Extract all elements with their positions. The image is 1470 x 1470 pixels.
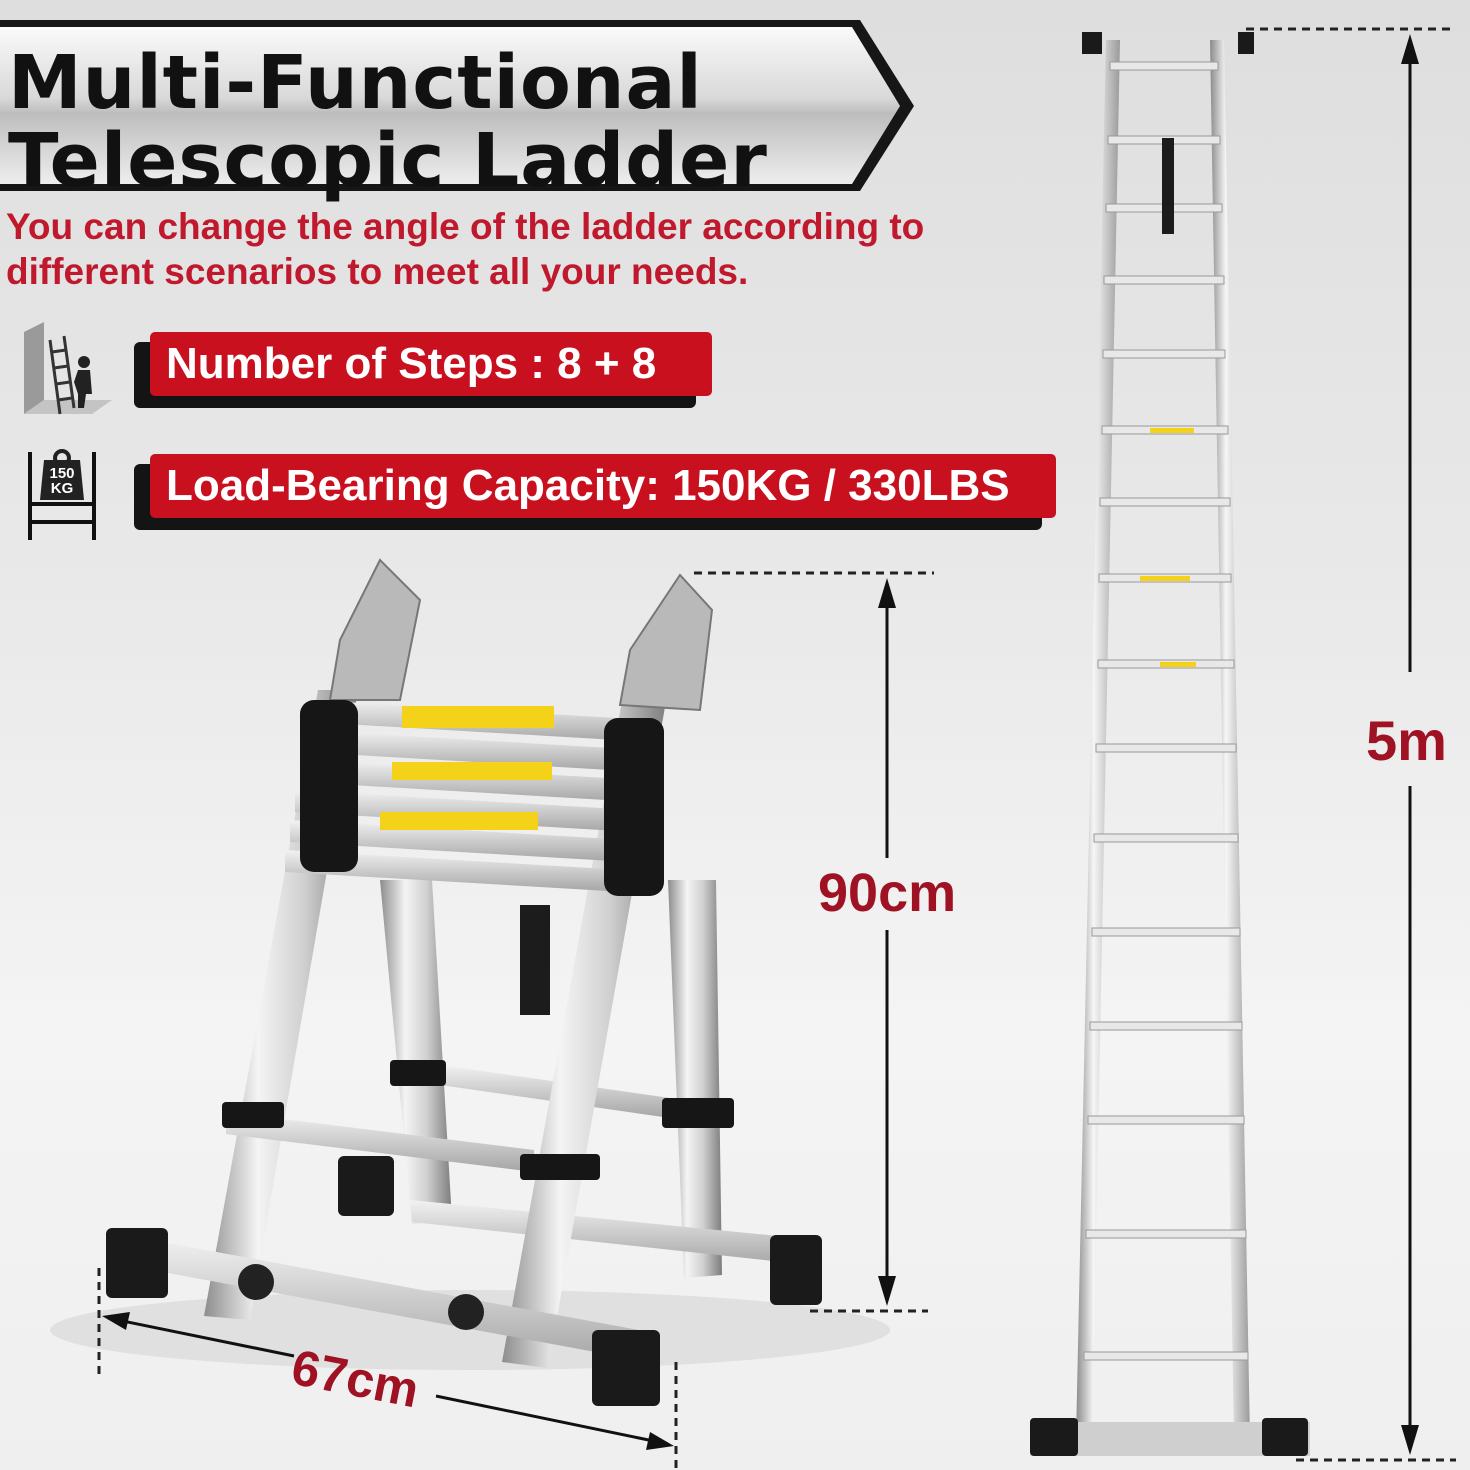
- extended-ladder-image: [1030, 27, 1456, 1462]
- title-line-1: Multi-Functional: [8, 40, 703, 126]
- title-banner-shape: [0, 20, 914, 191]
- dimension-label-90cm: 90cm: [818, 863, 957, 923]
- a-frame-ladder-image: [50, 558, 934, 1468]
- dimension-90cm-lines: [694, 571, 934, 1313]
- dimension-5m-lines: [1246, 27, 1456, 1462]
- stacked-rungs: [285, 700, 664, 896]
- ladder-climber-icon: [24, 322, 112, 415]
- steps-badge-text: Number of Steps : 8 + 8: [150, 332, 712, 396]
- steps-badge: Number of Steps : 8 + 8: [134, 332, 834, 422]
- weight-icon-number: 150: [49, 465, 75, 482]
- weight-capacity-icon: 150 KG: [24, 448, 100, 542]
- dimension-label-5m: 5m: [1366, 709, 1447, 772]
- weight-icon-unit: KG: [50, 480, 74, 497]
- weight-icon-shape: [28, 449, 96, 540]
- capacity-badge: Load-Bearing Capacity: 150KG / 330LBS: [134, 454, 1056, 544]
- subtitle: You can change the angle of the ladder a…: [6, 206, 925, 292]
- dimension-67cm-lines: [97, 1268, 678, 1468]
- title-banner: Multi-Functional Telescopic Ladder: [0, 18, 920, 204]
- capacity-badge-text: Load-Bearing Capacity: 150KG / 330LBS: [150, 454, 1056, 518]
- title-line-2: Telescopic Ladder: [8, 118, 768, 204]
